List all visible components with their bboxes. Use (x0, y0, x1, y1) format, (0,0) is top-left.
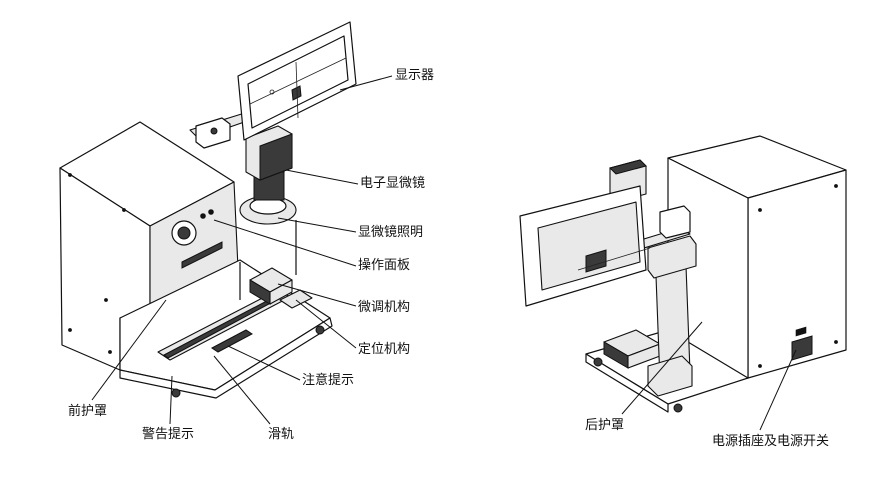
leader-lines (91, 75, 797, 431)
indicator-dot-2 (208, 209, 214, 215)
rear-foot-2 (593, 357, 603, 367)
monitor-crosshair-h (249, 57, 347, 105)
label-power: 电源插座及电源开关 (712, 434, 830, 449)
rear-camera-face (609, 159, 647, 175)
monitor-screen (247, 35, 349, 129)
rail-scale (211, 329, 253, 353)
rear-bolt-3 (758, 364, 762, 368)
leader-positioning (295, 299, 357, 349)
front-badge (181, 241, 223, 269)
label-control-panel: 操作面板 (358, 258, 411, 273)
indicator-dot-1 (200, 213, 206, 219)
label-rear-cover: 后护罩 (585, 418, 625, 433)
rear-bolt-2 (834, 184, 838, 188)
leader-fine-adjust (277, 283, 357, 307)
rear-arm-line (577, 247, 651, 271)
label-warning: 警告提示 (142, 427, 195, 442)
leader-microscope (285, 169, 359, 185)
rear-monitor-mount (585, 249, 607, 273)
rear-base-edge (585, 353, 669, 413)
leader-power (759, 349, 797, 431)
label-caution: 注意提示 (302, 373, 355, 388)
label-front-cover: 前护罩 (68, 404, 108, 419)
power-switch (795, 326, 807, 337)
bolt-4 (104, 298, 108, 302)
label-illumination: 显微镜照明 (358, 225, 424, 240)
rear-view-machine (519, 135, 847, 413)
label-positioning: 定位机构 (358, 342, 411, 357)
bolt-5 (108, 350, 112, 354)
clamp-knob (210, 127, 218, 135)
leader-control-panel (213, 219, 357, 267)
rear-monitor-back (537, 201, 641, 291)
column-head (647, 235, 697, 279)
front-view-machine (59, 21, 357, 399)
rear-foot-1 (673, 403, 683, 413)
label-fine-adjust: 微调机构 (358, 300, 411, 315)
leader-display (339, 75, 393, 91)
leader-caution (227, 345, 301, 381)
bolt-3 (68, 328, 72, 332)
monitor-crosshair-v (295, 61, 299, 119)
foot-1 (171, 388, 181, 398)
microscope-camera-face (259, 133, 293, 181)
rear-bolt-4 (834, 340, 838, 344)
bolt-2 (122, 208, 126, 212)
leader-illumination (277, 217, 357, 233)
bolt-1 (68, 173, 72, 177)
label-display: 显示器 (395, 68, 435, 83)
leader-front-cover (91, 299, 167, 401)
monitor-center-mark (291, 85, 302, 101)
front-knob-center (177, 226, 191, 240)
positioning-block (279, 289, 313, 309)
leader-rail (213, 355, 271, 425)
label-microscope: 电子显微镜 (360, 176, 426, 191)
leader-warning (169, 375, 173, 425)
rear-top-block (659, 205, 691, 239)
column-base-block (647, 355, 693, 397)
leader-rear-cover (621, 321, 703, 415)
rear-bolt-1 (758, 208, 762, 212)
monitor-dot (269, 89, 275, 95)
foot-2 (315, 325, 325, 335)
power-socket (791, 335, 813, 361)
label-rail: 滑轨 (268, 427, 295, 442)
base-plate-edge (119, 317, 333, 399)
